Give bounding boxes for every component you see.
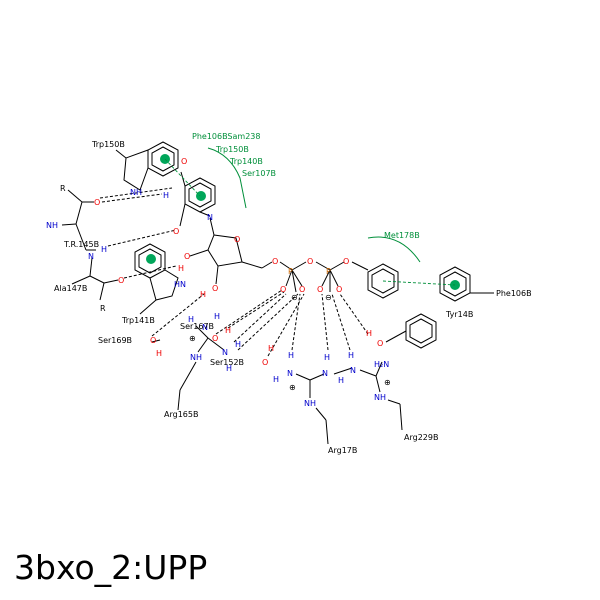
label-arg229b: Arg229B [404,433,438,442]
svg-text:N: N [207,213,213,222]
svg-text:O: O [377,339,383,348]
svg-text:H: H [268,344,274,353]
svg-text:H: H [288,351,294,360]
label-arg17b: Arg17B [328,446,357,455]
svg-text:H: H [235,340,241,349]
svg-text:⊖: ⊖ [291,293,298,302]
svg-text:H₂N: H₂N [374,360,389,369]
label-ala147b: Ala147B [54,284,87,293]
tyr14b-ring [385,313,437,349]
svg-text:NH: NH [130,188,142,197]
svg-text:O: O [150,336,156,345]
svg-text:O: O [118,276,124,285]
svg-text:H: H [348,351,354,360]
svg-text:NH: NH [304,399,316,408]
arg229b-sidechain [359,361,403,431]
svg-text:H: H [225,326,231,335]
svg-text:O: O [234,235,240,244]
ribose-ring [189,217,273,285]
svg-text:O: O [336,285,342,294]
svg-text:R: R [100,304,106,313]
svg-text:⊕: ⊕ [384,378,391,387]
svg-text:H: H [101,245,107,254]
svg-text:N: N [322,369,328,378]
pyrophosphate [279,261,369,293]
residue-labels: Trp150B T.R.145B Ala147B Trp141B Ser169B… [54,140,532,455]
svg-text:O: O [280,285,286,294]
label-ser107b: Ser107B [242,169,276,178]
left-backbone [61,189,119,301]
pi-interactions [164,158,456,286]
label-trp150b: Trp150B [215,145,249,154]
label-thr145b: T.R.145B [63,240,99,249]
svg-text:N: N [202,323,208,332]
phenyl-ring [367,263,399,299]
ligand-caption: 3bxo_2:UPP [14,548,208,587]
svg-text:O: O [212,334,218,343]
svg-text:N: N [222,348,228,357]
svg-text:H: H [178,264,184,273]
arg165b-sidechain [151,325,225,411]
svg-text:P: P [326,267,331,276]
svg-text:N: N [287,369,293,378]
label-trp140b: Trp140B [229,157,263,166]
svg-text:O: O [173,227,179,236]
label-trp141b: Trp141B [121,316,155,325]
svg-text:O: O [212,284,218,293]
svg-text:⊖: ⊖ [325,293,332,302]
svg-text:H: H [366,329,372,338]
trp141b-indole [134,243,179,315]
svg-text:NH: NH [374,393,386,402]
svg-text:H: H [226,364,232,373]
label-trp150b-top: Trp150B [91,140,125,149]
svg-text:NH: NH [46,221,58,230]
svg-text:N: N [350,366,356,375]
svg-text:N: N [88,252,94,261]
svg-text:O: O [262,358,268,367]
phe106b-ring [439,266,494,302]
atom-labels: R O NH N H O R NH H O O N O O H O H HN O… [46,157,391,408]
label-ser152b: Ser152B [210,358,244,367]
svg-text:R: R [60,184,66,193]
label-phe106b-sam238: Phe106BSam238 [192,132,260,141]
svg-text:O: O [184,252,190,261]
label-phe106b-right: Phe106B [496,289,532,298]
svg-text:H: H [273,375,279,384]
svg-text:HN: HN [174,280,186,289]
svg-text:H: H [200,290,206,299]
svg-text:⊕: ⊕ [189,334,196,343]
svg-text:O: O [307,257,313,266]
svg-text:O: O [317,285,323,294]
svg-text:NH: NH [190,353,202,362]
svg-text:O: O [181,157,187,166]
svg-text:H: H [156,349,162,358]
trp150b-indole [115,141,179,191]
svg-text:O: O [343,257,349,266]
label-tyr14b: Tyr14B [445,310,473,319]
label-met178b: Met178B [384,231,420,240]
uracil-ring [179,171,216,227]
label-ser169b: Ser169B [98,336,132,345]
svg-text:H: H [163,191,169,200]
svg-text:H: H [188,315,194,324]
hydrophobic-arcs [207,147,421,263]
aromatic-center-marker [146,254,156,264]
hydrogen-bonds [99,187,369,357]
svg-text:O: O [299,285,305,294]
svg-text:O: O [94,198,100,207]
label-ser167b: Ser167B [180,322,214,331]
svg-text:H: H [338,376,344,385]
aromatic-center-marker [196,191,206,201]
svg-text:⊕: ⊕ [289,383,296,392]
arg17b-sidechain [295,367,353,445]
svg-text:O: O [272,257,278,266]
svg-text:P: P [288,267,293,276]
svg-text:H: H [324,353,330,362]
interaction-labels: Phe106BSam238 Trp150B Trp140B Ser107B Me… [192,132,420,240]
label-arg165b: Arg165B [164,410,198,419]
svg-text:H: H [214,312,220,321]
